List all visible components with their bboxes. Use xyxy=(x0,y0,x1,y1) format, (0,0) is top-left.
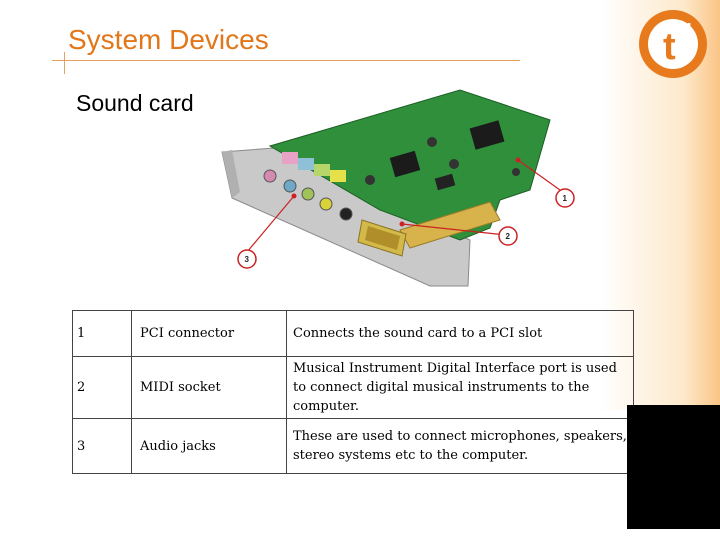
part-name: MIDI socket xyxy=(131,356,287,419)
audio-jack-green xyxy=(301,187,315,201)
audio-jack-green-block xyxy=(314,164,330,176)
audio-jack-yellow-block xyxy=(330,170,346,182)
table-row: 1 PCI connector Connects the sound card … xyxy=(72,310,634,357)
midi-socket-pins xyxy=(365,226,400,250)
callout-marker-3 xyxy=(237,249,257,269)
callout-line-3 xyxy=(246,195,295,253)
capacitor-3 xyxy=(365,175,375,185)
logo-letter: t xyxy=(663,26,676,68)
callout-dot-2 xyxy=(399,221,405,227)
part-description: Connects the sound card to a PCI slot xyxy=(286,310,634,357)
callout-label-3: 3 xyxy=(245,255,250,264)
callout-dot-3 xyxy=(291,193,297,199)
parts-table: 1 PCI connector Connects the sound card … xyxy=(72,310,634,474)
callout-line-2 xyxy=(401,223,507,236)
audio-jack-pink xyxy=(263,169,277,183)
audio-jack-yellow xyxy=(319,197,333,211)
callout-label-2: 2 xyxy=(506,232,511,241)
title-underline xyxy=(58,60,520,61)
callout-dot-1 xyxy=(515,157,521,163)
callout-label-1: 1 xyxy=(563,194,568,203)
audio-jack-blue xyxy=(283,179,297,193)
capacitor-1 xyxy=(427,137,437,147)
logo-inner-circle xyxy=(648,19,698,69)
capacitor-2 xyxy=(449,159,459,169)
row-number: 2 xyxy=(72,356,132,419)
part-description: Musical Instrument Digital Interface por… xyxy=(286,356,634,419)
part-description: These are used to connect microphones, s… xyxy=(286,418,634,474)
title-cross-mark-horizontal xyxy=(52,60,76,61)
part-name: Audio jacks xyxy=(131,418,287,474)
table-row: 2 MIDI socket Musical Instrument Digital… xyxy=(72,356,634,419)
small-chip xyxy=(434,173,456,191)
callout-line-1 xyxy=(517,159,561,191)
callout-marker-1 xyxy=(555,188,575,208)
slide-title: System Devices xyxy=(68,24,269,55)
table-row: 3 Audio jacks These are used to connect … xyxy=(72,418,634,474)
bracket-tab xyxy=(222,150,240,198)
audio-jack-pink-block xyxy=(282,152,298,164)
t4-logo: t 4 xyxy=(639,10,707,78)
sound-card-image: 1 2 3 xyxy=(221,89,575,287)
pci-connector-fingers xyxy=(399,201,501,249)
title-cross-mark-vertical xyxy=(64,52,65,74)
main-chip xyxy=(469,120,505,150)
capacitor-4 xyxy=(512,168,520,176)
row-number: 3 xyxy=(72,418,132,474)
part-name: PCI connector xyxy=(131,310,287,357)
black-overlay-box xyxy=(627,405,720,529)
audio-jack-black xyxy=(339,207,353,221)
row-number: 1 xyxy=(72,310,132,357)
logo-superscript: 4 xyxy=(683,21,692,38)
audio-jack-blue-block xyxy=(298,158,314,170)
codec-chip xyxy=(389,150,421,178)
callout-marker-2 xyxy=(498,226,518,246)
slide-subtitle: Sound card xyxy=(76,90,194,116)
